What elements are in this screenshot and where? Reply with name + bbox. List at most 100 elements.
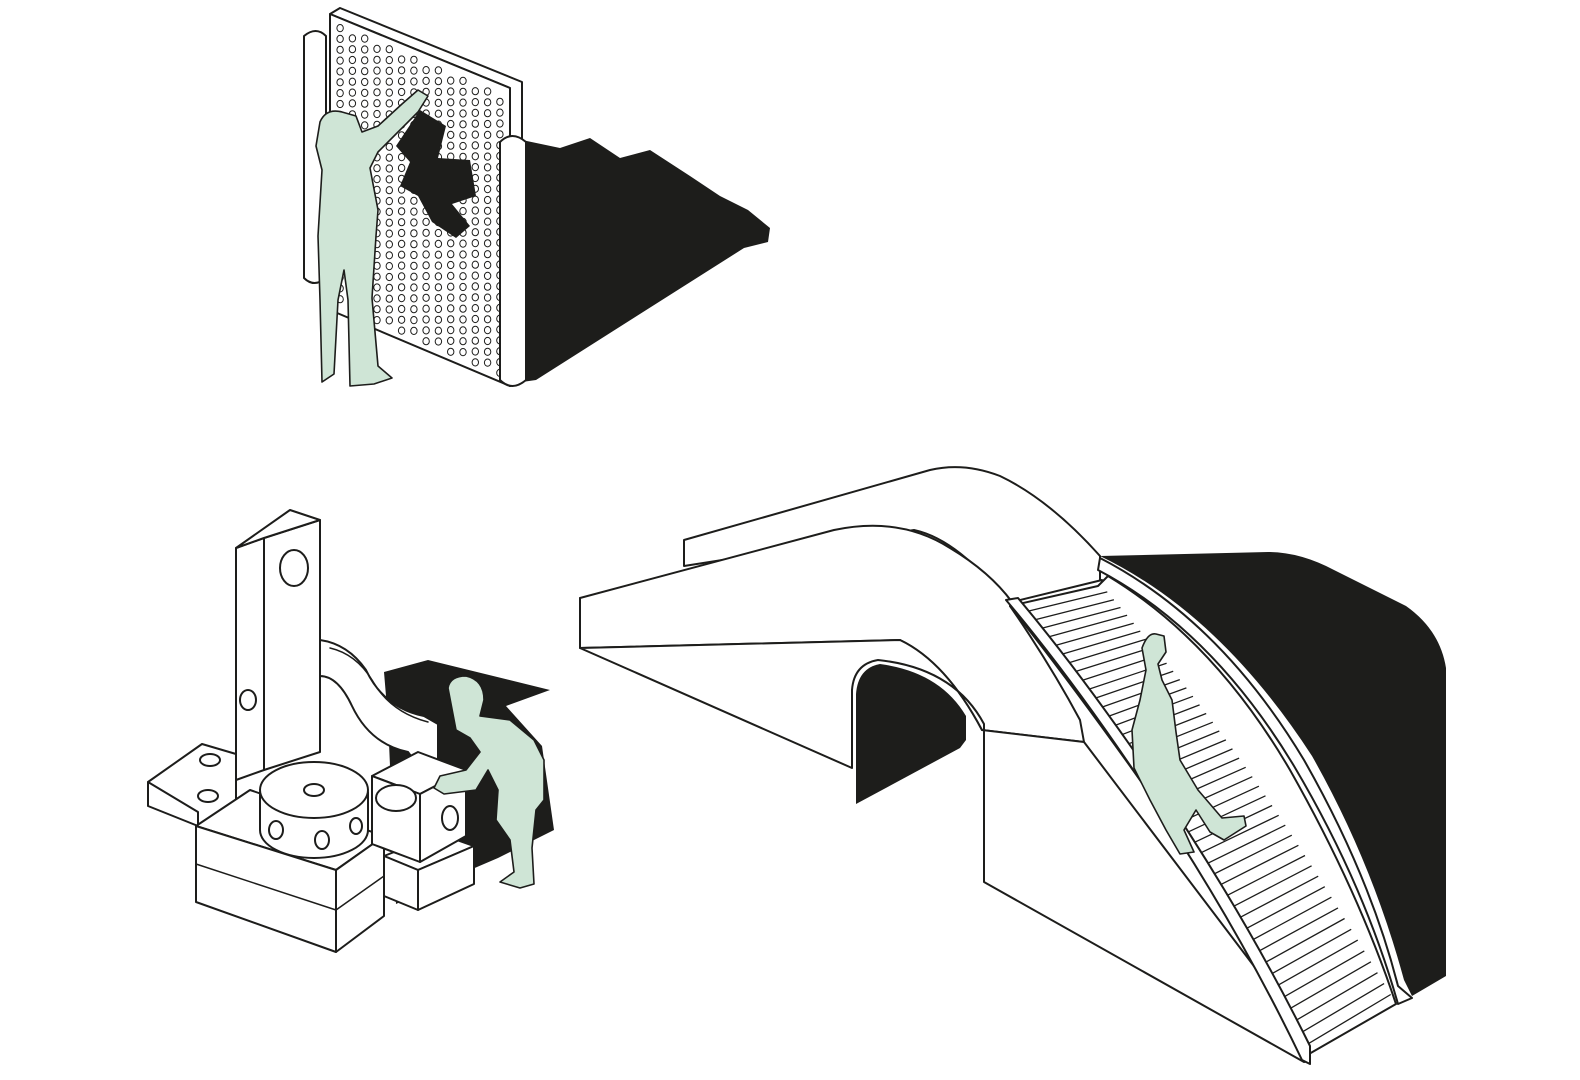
pin (483, 206, 492, 215)
pin (410, 66, 418, 75)
pin (385, 153, 393, 162)
pin (434, 109, 443, 118)
pin (434, 87, 443, 97)
pin (336, 78, 344, 87)
pin (483, 163, 492, 172)
pin (361, 45, 369, 54)
pin (422, 326, 430, 335)
slide-roller-set (1023, 591, 1392, 1049)
pin (434, 304, 443, 314)
pin (483, 315, 492, 324)
pin (434, 315, 443, 324)
pin (385, 262, 393, 271)
roller (1268, 939, 1359, 992)
block-tower-scene (147, 509, 554, 953)
pin (471, 98, 479, 107)
l-block-hole-2 (197, 789, 219, 803)
pin (459, 348, 467, 357)
pin (422, 261, 430, 270)
pin (385, 77, 393, 86)
roller (1190, 814, 1279, 859)
pin (459, 87, 467, 96)
hole-cube-top-hole (375, 784, 417, 812)
roller (1210, 844, 1299, 891)
pin (422, 228, 430, 237)
pin (410, 305, 418, 314)
pin (483, 228, 492, 237)
pin (496, 108, 504, 117)
pin (422, 76, 430, 86)
pin (373, 175, 381, 184)
pin (397, 261, 406, 270)
person-drawing-on-pins (315, 89, 429, 387)
pin (422, 66, 430, 75)
pin (471, 108, 479, 118)
pin (373, 109, 381, 119)
hole-cube-side-hole (441, 805, 459, 831)
pin (496, 130, 504, 139)
pin (471, 87, 479, 96)
pin (459, 315, 467, 324)
pin (447, 239, 455, 248)
pin (397, 153, 406, 162)
roller (1055, 630, 1141, 657)
pin (397, 315, 406, 324)
pin (422, 282, 430, 292)
pin (422, 315, 430, 324)
pin (459, 250, 467, 259)
pin-wall-scene (303, 7, 770, 387)
pin (336, 99, 344, 109)
pin (410, 261, 418, 270)
roller (1203, 834, 1293, 880)
pin (373, 44, 381, 54)
pin (483, 336, 492, 346)
pin (471, 163, 479, 172)
pin (410, 229, 418, 238)
pin (410, 326, 418, 335)
pin (336, 45, 344, 54)
pin (459, 76, 467, 86)
wheel-side-hole-3 (349, 817, 363, 835)
slide-outer-rail (1097, 557, 1413, 1005)
pin (447, 315, 455, 324)
pin (361, 67, 369, 76)
roller-slide-scene (579, 466, 1446, 1065)
pin (434, 337, 443, 346)
pin (361, 121, 369, 130)
pin (434, 272, 443, 281)
tunnel-back-wall (683, 466, 1101, 607)
pin (459, 207, 467, 216)
tall-pillar-top (235, 509, 321, 549)
pin (483, 98, 492, 107)
pin (422, 239, 430, 248)
pin (373, 99, 381, 108)
pin (385, 305, 393, 314)
pin (385, 251, 393, 260)
roller (1242, 896, 1332, 946)
roller (1023, 591, 1108, 614)
pin (483, 109, 492, 118)
child-riding-slide (1131, 632, 1247, 855)
pin (471, 293, 479, 302)
roller (1216, 854, 1306, 902)
pin (385, 164, 393, 173)
pin (361, 34, 369, 43)
pin (483, 174, 492, 183)
pin (385, 56, 393, 65)
pin (397, 250, 406, 259)
pin (385, 294, 393, 303)
pin (397, 239, 406, 248)
pin (447, 271, 455, 280)
pin (397, 207, 406, 216)
pin (447, 250, 455, 259)
roller (1068, 646, 1154, 675)
pin (483, 358, 492, 367)
pin (348, 88, 357, 97)
pin-wall-shadow (522, 138, 770, 382)
pin (471, 260, 479, 269)
pin (385, 45, 393, 54)
pin (422, 272, 430, 281)
pin (385, 316, 393, 325)
roller (1248, 907, 1339, 957)
pin (410, 207, 418, 216)
